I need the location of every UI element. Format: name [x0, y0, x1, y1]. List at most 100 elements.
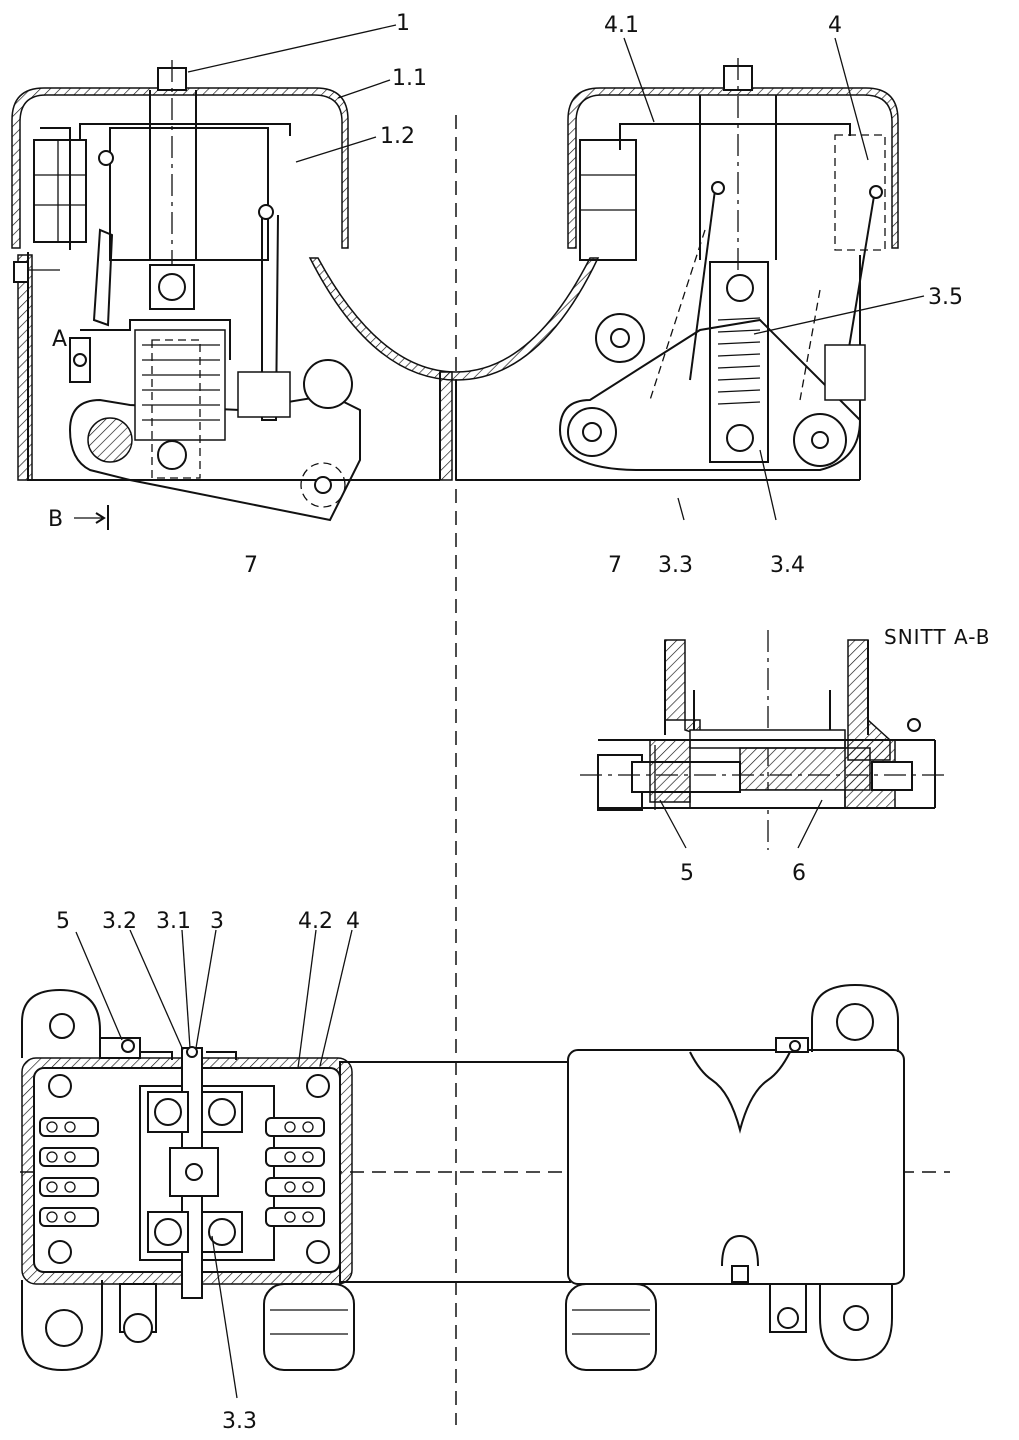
cam-plate-7	[68, 393, 361, 522]
left-ear-top-hole	[49, 1013, 75, 1039]
right-cover-box	[567, 1049, 905, 1285]
pivot-right-top-hub	[610, 328, 630, 348]
bottom-stud-left-head	[123, 1313, 153, 1343]
cam-plate-right	[558, 318, 862, 471]
leader-4-1	[623, 37, 655, 123]
label-marker-b: B	[48, 507, 63, 532]
left-terminal-slot	[39, 1207, 99, 1227]
right-terminal-screw	[284, 1121, 296, 1133]
cover-lug-bottom	[721, 1234, 759, 1267]
spring-3-4-top-pin	[726, 274, 754, 302]
lever-right-hidden-b	[799, 289, 821, 401]
top-stud-right-head	[789, 1040, 801, 1052]
screw-5-bracket-bolt	[121, 1039, 135, 1053]
clip-3-2	[140, 1051, 237, 1060]
lower-screw-left	[157, 440, 187, 470]
label-part-3: 3	[210, 909, 224, 934]
spring-3-4-bottom-pin	[726, 424, 754, 452]
bearing-tl-race	[154, 1098, 182, 1126]
spring-3-5-coil	[717, 353, 761, 357]
bearing-tr-race	[208, 1098, 236, 1126]
right-ear-top-hole	[836, 1003, 874, 1041]
label-part-4-bottom: 4	[346, 909, 360, 934]
left-ear-bottom	[21, 1280, 103, 1372]
lever-right-a	[689, 189, 716, 381]
cradle-wall-left-hatch	[439, 371, 453, 481]
bearing-br-race	[208, 1218, 236, 1246]
label-part-4-2: 4.2	[298, 909, 333, 934]
cover-lug-bottom-stem	[731, 1265, 749, 1283]
left-switch-core	[139, 1085, 275, 1261]
section-end-pin-head	[907, 718, 921, 732]
label-part-7-right: 7	[608, 553, 622, 578]
leader-1	[187, 24, 397, 73]
actuator-center-hole	[185, 1163, 203, 1181]
label-part-3-3-bottom: 3.3	[222, 1409, 257, 1434]
label-part-3-4: 3.4	[770, 553, 805, 578]
spring-3-5-coil	[717, 329, 761, 333]
shaft-cradle	[308, 257, 600, 381]
right-ear-bottom	[819, 1284, 893, 1362]
left-ear-bottom-hole	[45, 1309, 83, 1347]
cable-gland-left	[263, 1283, 355, 1371]
label-part-7-left: 7	[244, 553, 258, 578]
lever-right-pin-a	[711, 181, 725, 195]
screw-head	[158, 273, 186, 301]
left-ear-top	[21, 988, 101, 1058]
leader-3-2	[129, 929, 184, 1051]
bearing-bl-race	[154, 1218, 182, 1246]
right-terminal-screw	[284, 1181, 296, 1193]
leader-3	[195, 929, 217, 1049]
label-part-5-bottom: 5	[56, 909, 70, 934]
leader-5-bottom	[75, 931, 123, 1041]
label-part-3-2: 3.2	[102, 909, 137, 934]
cover-1-1	[11, 87, 349, 249]
right-terminal-screw	[302, 1121, 314, 1133]
part-labels: 1 1.1 1.2 4.1 4 3.5 A B 7 7 3.3 3.4 SNIT…	[48, 11, 990, 1434]
cover-right	[567, 87, 899, 249]
hidden-guide-left	[151, 339, 201, 479]
right-terminal-screw	[284, 1211, 296, 1223]
corner-screw-tr	[306, 1074, 330, 1098]
leader-3-1	[181, 929, 191, 1049]
right-ear-bottom-hole	[843, 1305, 869, 1331]
marker-b-arrow	[95, 512, 106, 524]
right-terminal-screw	[302, 1181, 314, 1193]
hidden-switch-4	[834, 134, 886, 251]
label-part-6: 6	[792, 861, 806, 886]
label-part-4: 4	[828, 13, 842, 38]
bottom-stud-right-head	[777, 1307, 799, 1329]
left-terminal-strip	[39, 1117, 99, 1227]
lever-right-hidden-a	[649, 229, 706, 401]
label-part-3-5: 3.5	[928, 285, 963, 310]
left-terminal-slot	[39, 1177, 99, 1197]
leader-4-2	[297, 929, 317, 1069]
label-part-1: 1	[396, 11, 410, 36]
contact-spring-left	[40, 123, 291, 250]
contact-4-1	[619, 123, 851, 150]
leader-5-section	[659, 799, 687, 849]
spring-3-5-coil	[717, 377, 761, 381]
bracket-a-bolt	[73, 353, 87, 367]
label-section-title: SNITT A-B	[884, 625, 990, 649]
spring-3-5-coil	[717, 365, 761, 369]
roller-left	[303, 359, 353, 409]
shaft-left	[87, 417, 133, 463]
leader-6	[797, 799, 823, 849]
left-terminal-screw	[64, 1181, 76, 1193]
leader-3-5	[753, 295, 925, 335]
left-terminal-screw	[46, 1181, 58, 1193]
left-terminal-screw	[46, 1121, 58, 1133]
spring-stop	[237, 371, 291, 418]
roller-right-hub	[811, 431, 829, 449]
left-terminal-screw	[64, 1211, 76, 1223]
right-terminal-screw	[302, 1151, 314, 1163]
bottom-plan-view	[21, 983, 905, 1372]
lever-left	[92, 228, 114, 327]
left-terminal-slot	[39, 1147, 99, 1167]
label-part-1-2: 1.2	[380, 124, 415, 149]
cable-gland-right	[565, 1283, 657, 1371]
right-terminal-screw	[284, 1151, 296, 1163]
corner-screw-tl	[48, 1074, 72, 1098]
